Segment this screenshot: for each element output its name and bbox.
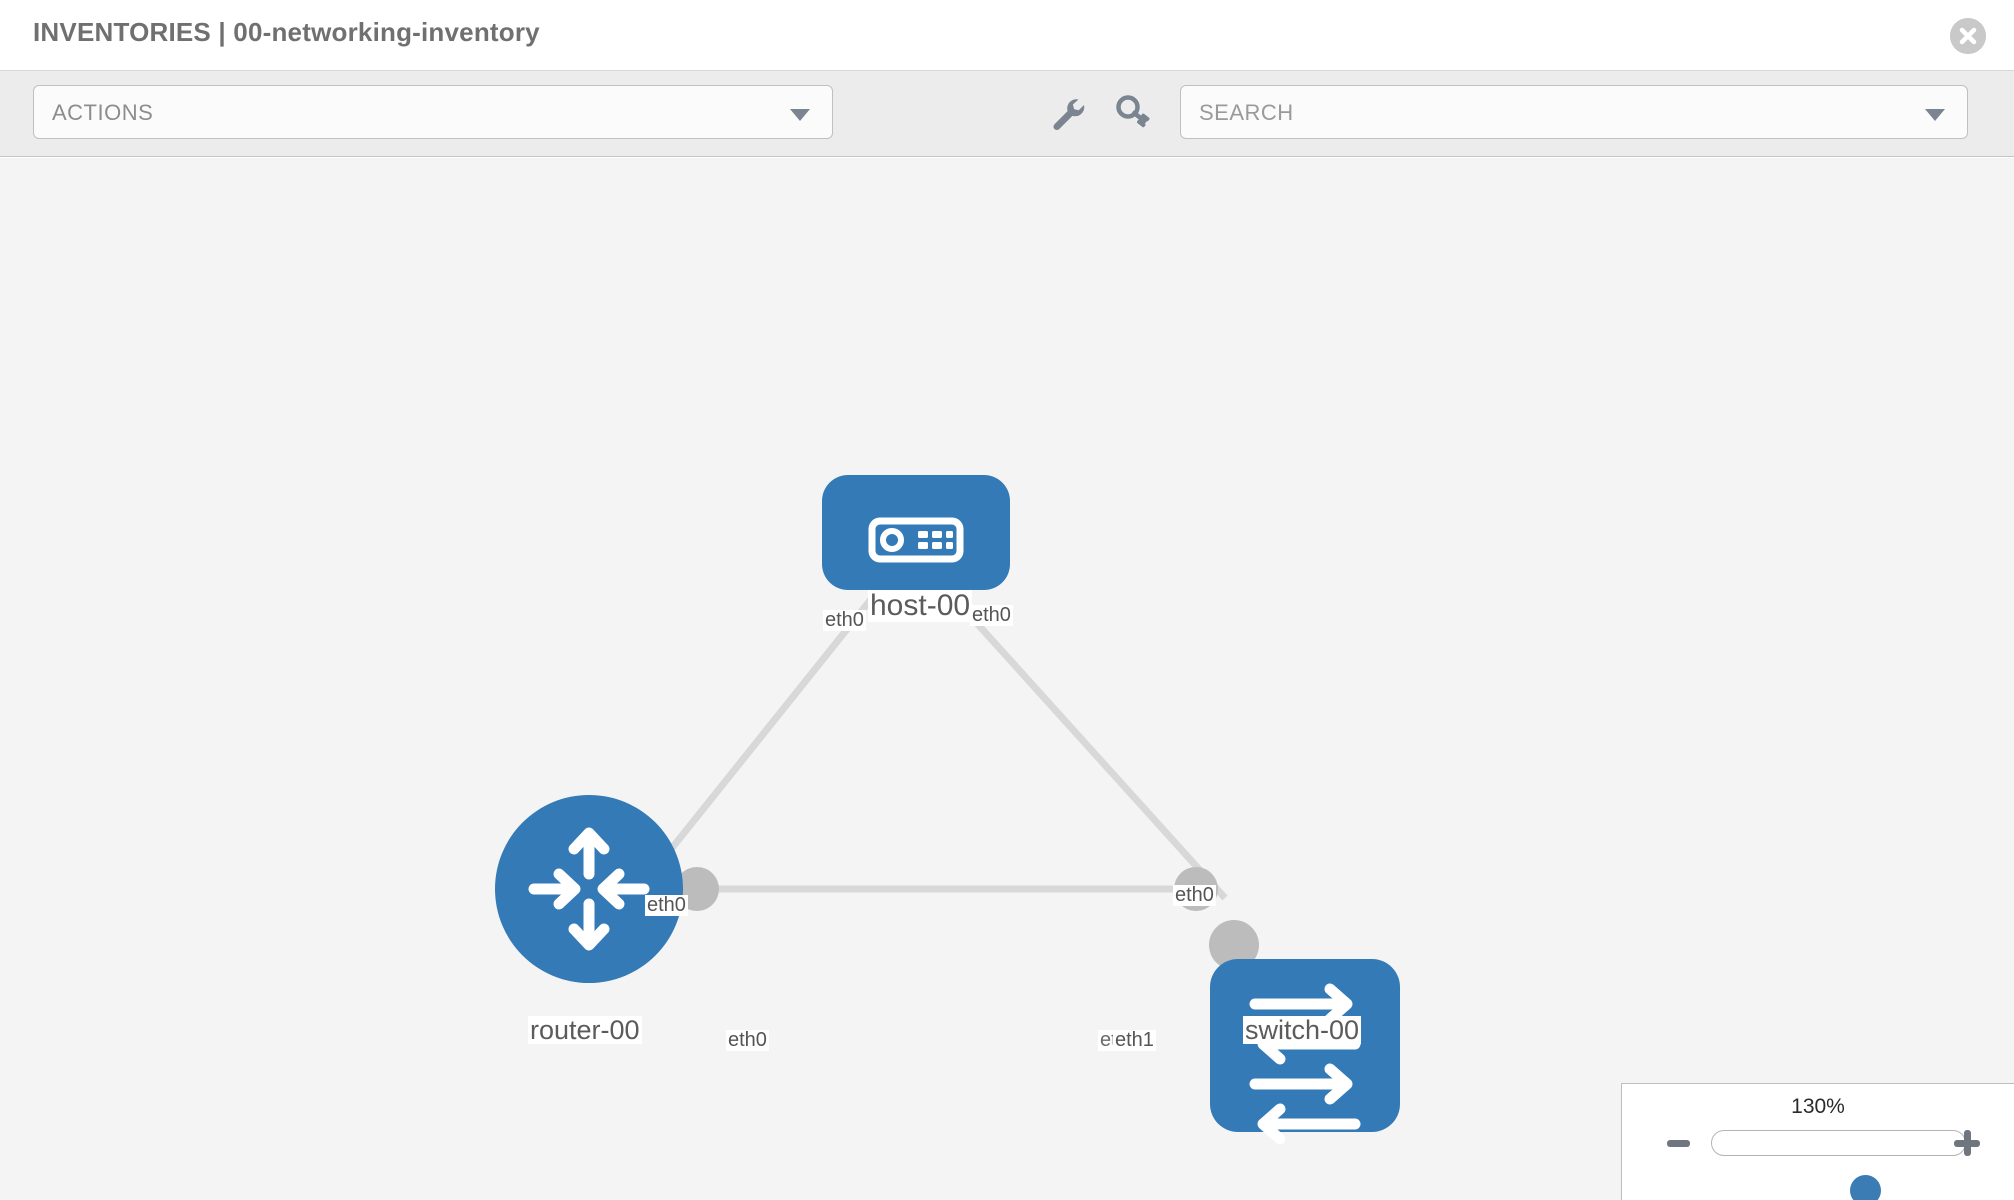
node-host-00 [822,475,1010,590]
node-label-host-00: host-00 [868,589,973,622]
zoom-slider-thumb[interactable] [1850,1175,1881,1200]
node-label-switch-00: switch-00 [1243,1015,1362,1045]
interface-label-switch-left-over: eth1 [1113,1029,1156,1051]
interface-label-host-left: eth0 [823,609,866,631]
toolbar: ACTIONS SEARCH [0,71,2014,157]
close-icon[interactable] [1950,18,1986,54]
actions-dropdown-label: ACTIONS [52,100,154,125]
topology-canvas[interactable]: host-00 router-00 switch-00 eth0 eth0 et… [0,158,2014,1200]
search-input[interactable]: SEARCH [1180,85,1968,139]
node-switch-00 [1210,959,1400,1145]
wrench-icon[interactable] [1045,91,1089,135]
zoom-slider-track[interactable] [1711,1130,1966,1200]
interface-label-router-up: eth0 [645,894,688,916]
page-header: INVENTORIES | 00-networking-inventory [0,0,2014,71]
connector-switch-top [1209,920,1259,970]
key-icon[interactable] [1113,91,1157,135]
link-host-router [637,585,883,891]
topology-connectors [675,568,1259,970]
interface-label-host-right: eth0 [970,604,1013,626]
interface-label-switch-up: eth0 [1173,884,1216,906]
chevron-down-icon [790,109,810,121]
actions-dropdown[interactable]: ACTIONS [33,85,833,139]
topology-links [637,585,1228,901]
node-label-router-00: router-00 [528,1015,642,1045]
zoom-control-panel: 130% [1621,1083,2014,1200]
chevron-down-icon [1925,109,1945,121]
node-router-00 [495,795,683,983]
page-title: INVENTORIES | 00-networking-inventory [33,17,540,47]
zoom-level-value: 130% [1791,1095,1845,1118]
link-host-switch [942,585,1228,901]
plus-icon[interactable] [1954,1130,1980,1156]
minus-icon[interactable] [1667,1140,1690,1147]
interface-label-router-right: eth0 [726,1029,769,1051]
search-placeholder: SEARCH [1199,100,1294,125]
